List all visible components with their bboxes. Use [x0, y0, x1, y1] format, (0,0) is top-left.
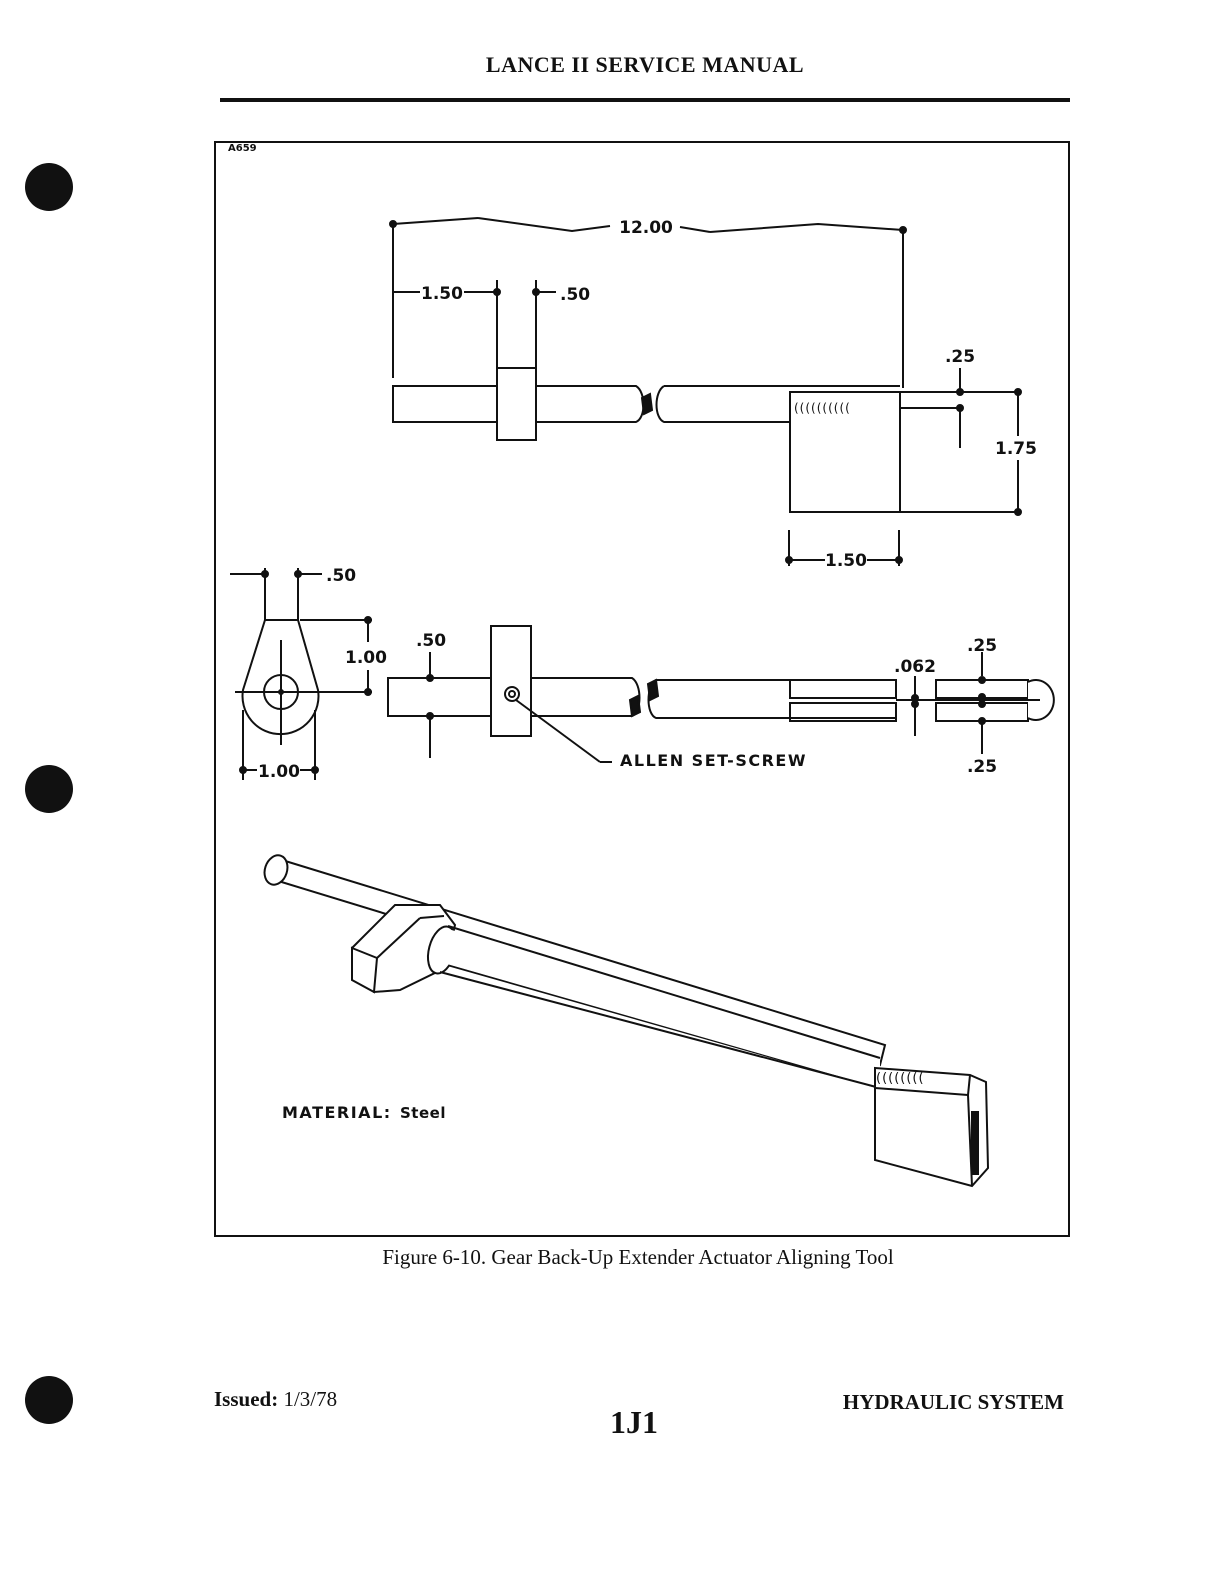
dim-end-width: 1.50 [825, 551, 867, 571]
figure-caption: Figure 6-10. Gear Back-Up Extender Actua… [0, 1245, 1224, 1270]
front-view: .50 ALLEN SET-SCREW .062 .25 .25 [388, 626, 1054, 777]
label-set-screw: ALLEN SET-SCREW [620, 751, 807, 770]
dim-side-width: .50 [326, 566, 356, 586]
top-view: 12.00 1.50 .50 (((((((((( .25 1.75 [390, 218, 1037, 571]
dim-slot: .062 [894, 657, 936, 677]
collar-side-view: .50 1.00 1.00 [230, 566, 387, 782]
figure-code: A659 [228, 143, 257, 154]
dim-collar-width: .50 [560, 285, 590, 305]
dim-end-height: 1.75 [995, 439, 1037, 459]
dim-tine-bottom: .25 [967, 757, 997, 777]
dim-overall-length: 12.00 [619, 218, 673, 238]
material-label: MATERIAL: [282, 1103, 392, 1122]
svg-text:((((((((: (((((((( [876, 1071, 925, 1086]
dim-side-base: 1.00 [258, 762, 300, 782]
dim-rod-diameter: .50 [416, 631, 446, 651]
dim-side-height: 1.00 [345, 648, 387, 668]
dim-collar-offset: 1.50 [421, 284, 463, 304]
section-title: HYDRAULIC SYSTEM [843, 1390, 1064, 1415]
svg-text:((((((((((: (((((((((( [794, 401, 851, 415]
isometric-view: (((((((( [261, 852, 988, 1186]
dim-tine-top: .25 [967, 636, 997, 656]
material-value: Steel [400, 1104, 446, 1122]
dim-end-top: .25 [945, 347, 975, 367]
